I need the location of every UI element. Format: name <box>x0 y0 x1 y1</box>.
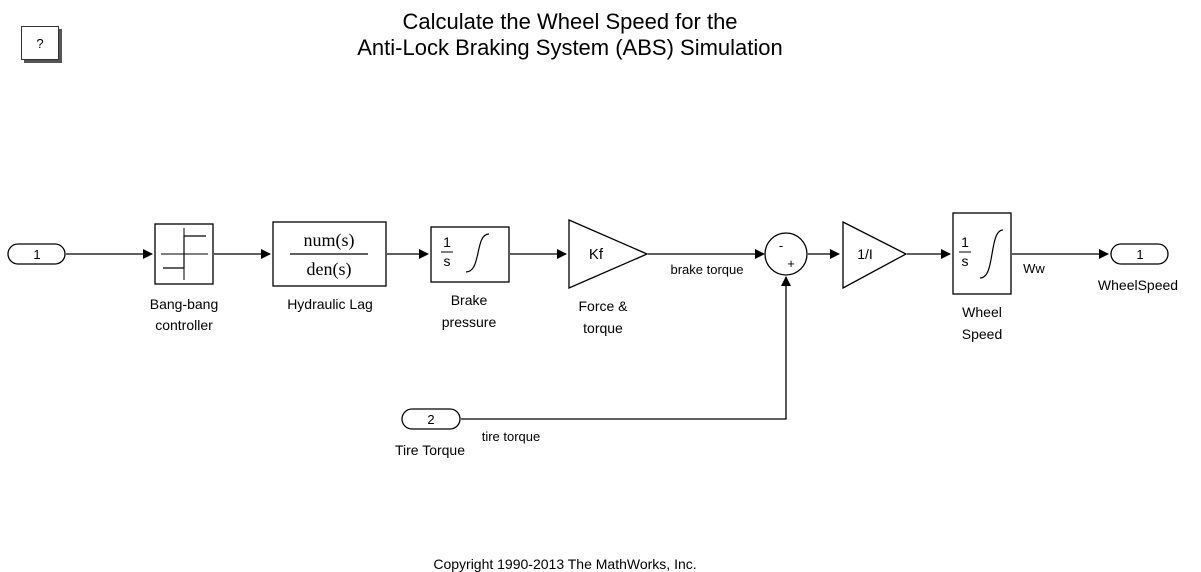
force-torque-gain-block[interactable]: Kf <box>568 219 649 289</box>
outport-1-block[interactable]: 1 <box>1110 243 1169 265</box>
inport-2-number: 2 <box>427 412 434 427</box>
title-line-1: Calculate the Wheel Speed for the <box>402 9 738 34</box>
sum-sign-minus: - <box>779 238 783 253</box>
force-torque-label-2: torque <box>583 320 623 336</box>
line-in2-sum <box>461 276 791 420</box>
tf-numerator: num(s) <box>304 230 355 251</box>
title-line-2: Anti-Lock Braking System (ABS) Simulatio… <box>357 35 783 60</box>
inport-1-number: 1 <box>33 247 40 262</box>
brake-pressure-label-1: Brake <box>451 292 488 308</box>
brake-pressure-integrator-block[interactable]: 1 s <box>430 226 510 283</box>
brake-torque-signal-label: brake torque <box>671 262 744 277</box>
signal-lines <box>66 249 1109 420</box>
tf-denominator: den(s) <box>307 259 352 280</box>
inertia-gain-block[interactable]: 1/I <box>842 220 908 290</box>
wheel-speed-label-2: Speed <box>962 326 1002 342</box>
inport-1-block[interactable]: 1 <box>7 243 66 265</box>
wheel-int-den: s <box>962 253 969 269</box>
wheel-int-num: 1 <box>961 234 969 250</box>
brake-int-den: s <box>444 253 451 269</box>
sum-sign-plus: + <box>787 256 795 271</box>
brake-pressure-label-2: pressure <box>442 314 497 330</box>
help-button[interactable]: ? <box>21 26 59 60</box>
hydraulic-lag-label: Hydraulic Lag <box>287 296 373 312</box>
wheel-speed-label-1: Wheel <box>962 304 1002 320</box>
force-torque-label-1: Force & <box>578 298 628 314</box>
tire-torque-signal-label: tire torque <box>482 429 541 444</box>
wheel-speed-integrator-block[interactable]: 1 s <box>952 212 1012 295</box>
brake-int-num: 1 <box>443 234 451 250</box>
wheel-speed-output-label: WheelSpeed <box>1098 277 1178 293</box>
bang-bang-label-2: controller <box>155 317 213 333</box>
tire-torque-input-label: Tire Torque <box>395 442 465 458</box>
bang-bang-controller-block[interactable] <box>154 223 214 285</box>
force-gain-value: Kf <box>589 246 604 263</box>
inport-2-block[interactable]: 2 <box>401 408 461 430</box>
bang-bang-label-1: Bang-bang <box>150 296 219 312</box>
ww-signal-label: Ww <box>1023 261 1045 276</box>
help-button-label: ? <box>36 35 44 51</box>
hydraulic-lag-block[interactable]: num(s) den(s) <box>272 221 387 287</box>
sum-block[interactable]: - + <box>764 232 808 276</box>
inertia-gain-value: 1/I <box>857 246 873 262</box>
copyright-footer: Copyright 1990-2013 The MathWorks, Inc. <box>433 556 697 572</box>
diagram-title: Calculate the Wheel Speed for the Anti-L… <box>0 9 1140 61</box>
outport-1-number: 1 <box>1136 247 1143 262</box>
